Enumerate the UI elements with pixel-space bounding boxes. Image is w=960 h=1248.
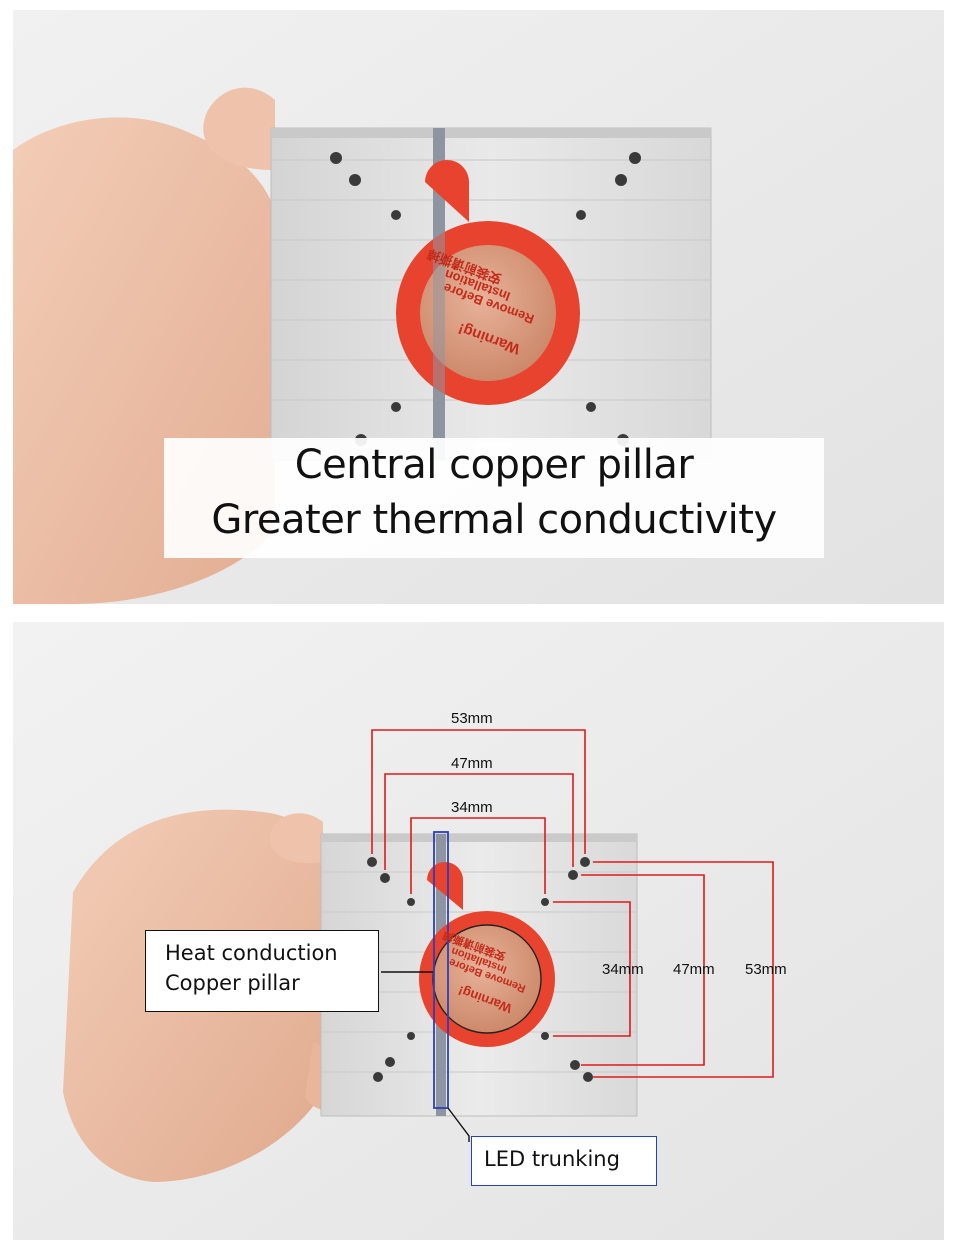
dim-label-right-53: 53mm bbox=[745, 961, 787, 978]
label-heat-conduction: Heat conduction Copper pillar bbox=[145, 930, 379, 1012]
screw-holes bbox=[330, 152, 641, 446]
caption-line-1: Central copper pillar bbox=[294, 442, 694, 488]
caption-line-2: Greater thermal conductivity bbox=[211, 497, 777, 543]
photo-panel-top: 安装前请撕掉 Remove Before Installation Warnin… bbox=[13, 10, 944, 604]
sticker-tab bbox=[425, 160, 469, 222]
dim-label-top-47: 47mm bbox=[451, 755, 493, 772]
dim-label-top-53: 53mm bbox=[451, 710, 493, 727]
thumb bbox=[270, 813, 323, 864]
dim-label-right-47: 47mm bbox=[673, 961, 715, 978]
caption-box: Central copper pillar Greater thermal co… bbox=[164, 438, 824, 558]
label-led-trunking: LED trunking bbox=[471, 1136, 657, 1186]
sticker-tab bbox=[427, 862, 463, 910]
thumb bbox=[203, 87, 275, 170]
screw-holes bbox=[367, 857, 593, 1082]
dimension-lines-right bbox=[553, 861, 774, 1078]
photo-panel-bottom: 安装前请撕掉 Remove Before Installation Warnin… bbox=[13, 622, 944, 1240]
copper-pillar bbox=[420, 245, 556, 381]
copper-pillar bbox=[432, 924, 542, 1034]
leader-line-led bbox=[447, 1107, 470, 1142]
led-trunking-outline bbox=[433, 831, 449, 1109]
dim-label-top-34: 34mm bbox=[451, 799, 493, 816]
dim-label-right-34: 34mm bbox=[602, 961, 644, 978]
label-heat-line-1: Heat conduction bbox=[165, 941, 338, 965]
label-led-text: LED trunking bbox=[484, 1147, 620, 1171]
dimension-lines-top bbox=[371, 729, 586, 894]
label-heat-line-2: Copper pillar bbox=[165, 971, 300, 995]
